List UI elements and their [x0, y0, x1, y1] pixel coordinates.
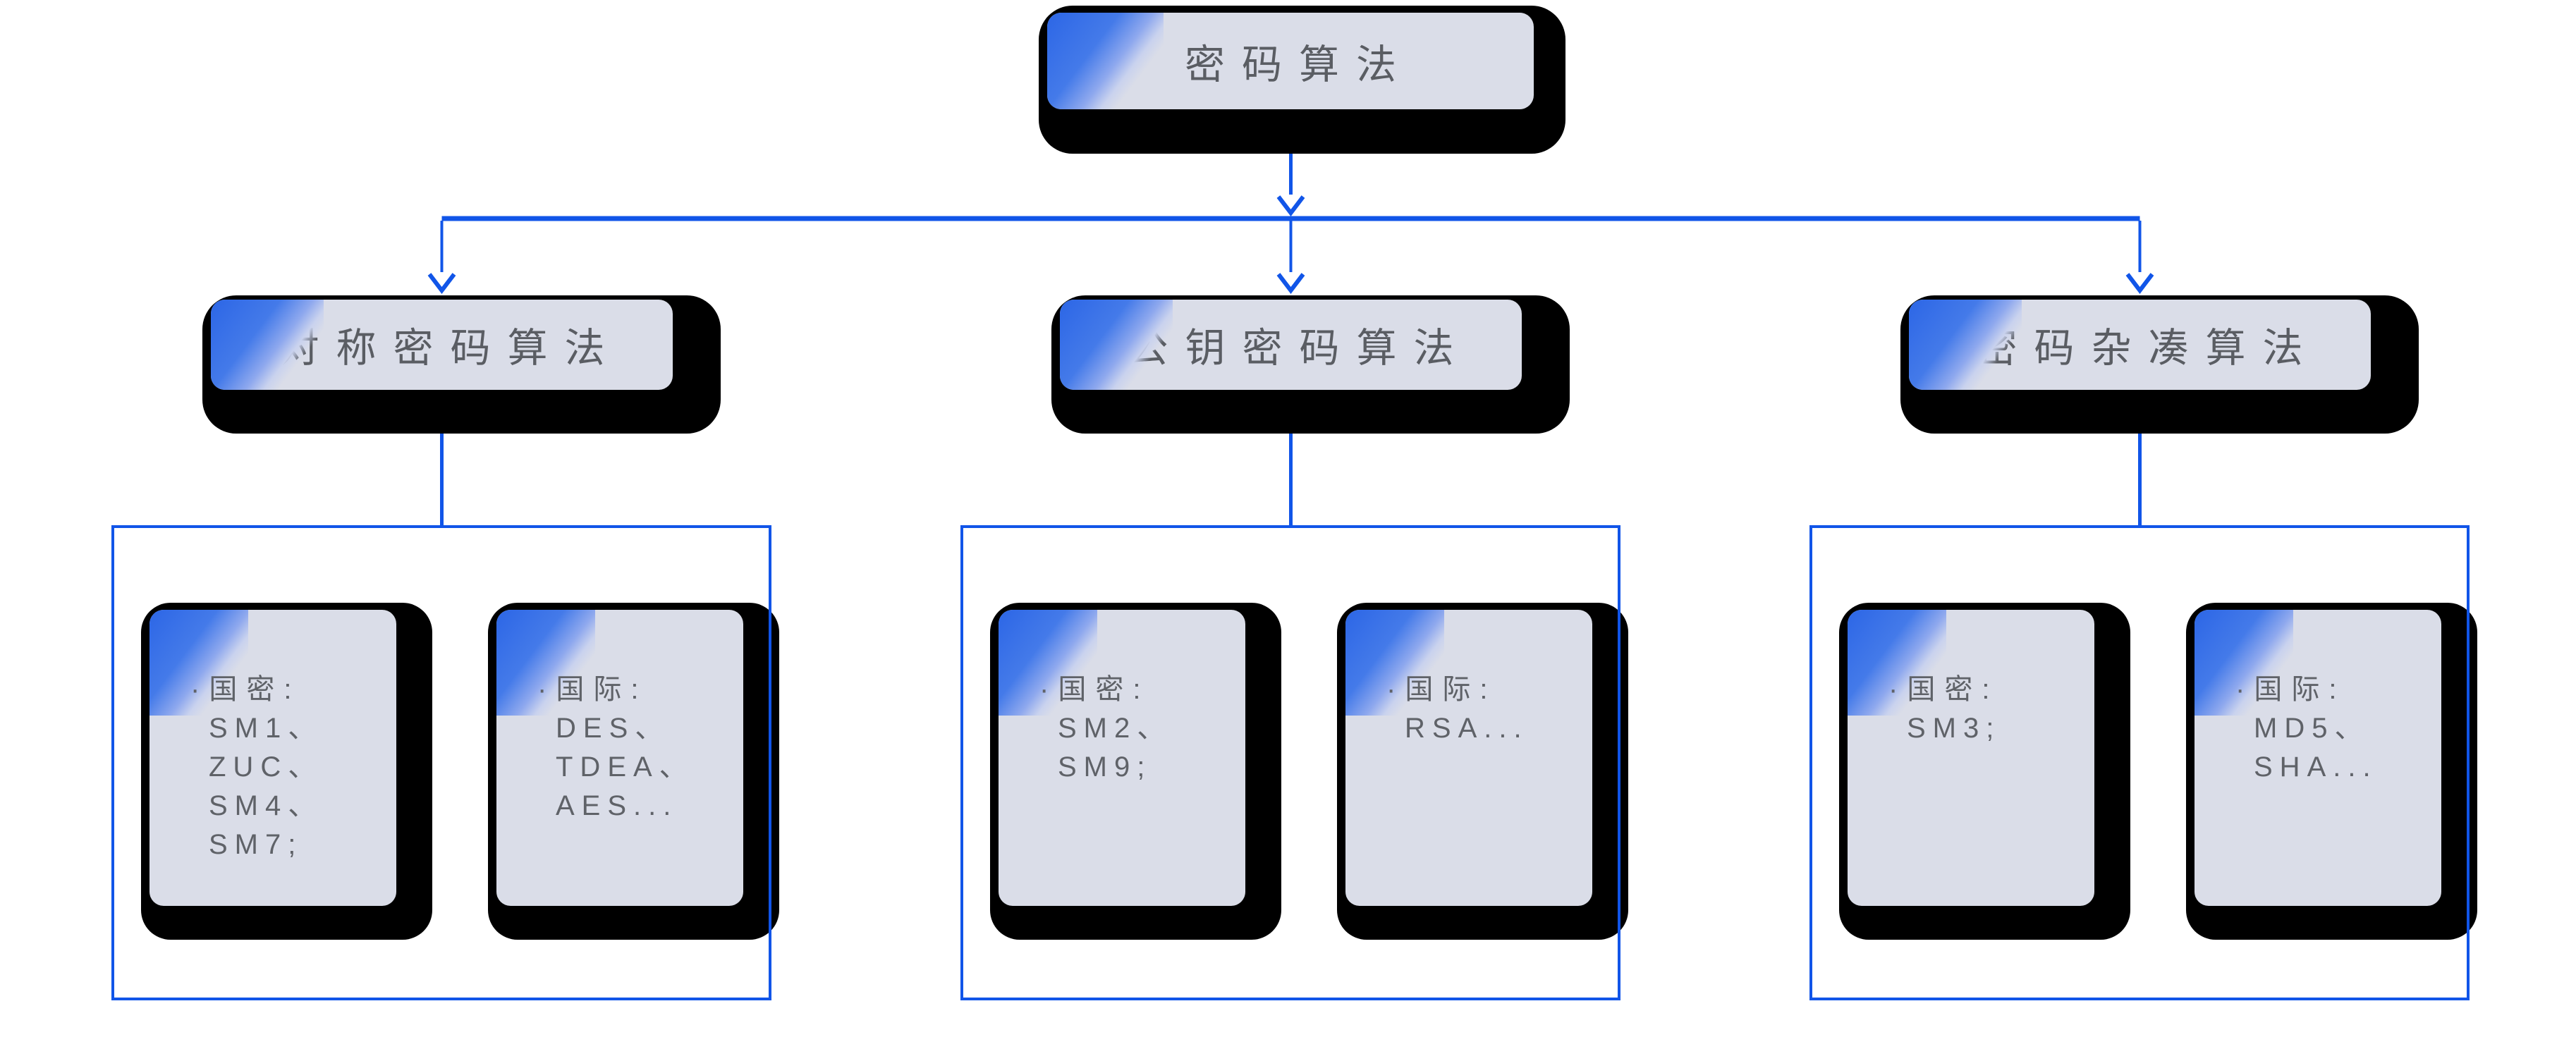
group-container-hash: ·国密: SM3; ·国际: MD5、 SHA... [1809, 525, 2477, 1000]
leaf-card-heading: ·国密: [190, 674, 301, 705]
group-container-public-key: ·国密: SM2、 SM9; ·国际: RSA... [960, 525, 1628, 1000]
leaf-card-heading: ·国际: [2235, 674, 2346, 705]
leaf-card-heading: ·国密: [1039, 674, 1150, 705]
leaf-card-item: SM9; [1058, 752, 1152, 783]
arrow-down-icon [1276, 273, 1305, 294]
leaf-card-text: ·国密: SM2、 SM9; [999, 610, 1245, 787]
leaf-card-body: ·国密: SM2、 SM9; [999, 610, 1245, 906]
leaf-card-text: ·国际: MD5、 SHA... [2195, 610, 2441, 787]
leaf-card-item: MD5、 [2254, 713, 2370, 744]
leaf-card-domestic: ·国密: SM1、 ZUC、 SM4、 SM7; [141, 603, 432, 940]
arrow-down-icon [2125, 273, 2154, 294]
leaf-card-text: ·国密: SM3; [1848, 610, 2094, 748]
leaf-card-body: ·国密: SM1、 ZUC、 SM4、 SM7; [149, 610, 396, 906]
leaf-card-body: ·国密: SM3; [1848, 610, 2094, 906]
branch-node-body: 公钥密码算法 [1060, 300, 1522, 390]
leaf-card-body: ·国际: MD5、 SHA... [2195, 610, 2441, 906]
corner-wedge-icon [1047, 13, 1164, 109]
leaf-card-item: AES... [556, 790, 678, 821]
leaf-card-item: ZUC、 [209, 752, 324, 783]
leaf-card-item: SM3; [1907, 713, 2001, 744]
leaf-card-body: ·国际: RSA... [1345, 610, 1592, 906]
leaf-card-text: ·国密: SM1、 ZUC、 SM4、 SM7; [149, 610, 396, 864]
leaf-card-international: ·国际: DES、 TDEA、 AES... [488, 603, 779, 940]
branch-node-body: 密码杂凑算法 [1909, 300, 2371, 390]
leaf-card-text: ·国际: RSA... [1345, 610, 1592, 748]
leaf-card-heading: ·国际: [537, 674, 648, 705]
leaf-card-text: ·国际: DES、 TDEA、 AES... [496, 610, 743, 826]
leaf-card-body: ·国际: DES、 TDEA、 AES... [496, 610, 743, 906]
leaf-card-item: SM1、 [209, 713, 324, 744]
group-container-symmetric: ·国密: SM1、 ZUC、 SM4、 SM7; ·国际: DES、 TDEA、 AES... [111, 525, 779, 1000]
leaf-card-international: ·国际: MD5、 SHA... [2186, 603, 2477, 940]
leaf-card-item: SM7; [209, 829, 303, 860]
arrow-down-icon [1276, 195, 1305, 216]
leaf-card-heading: ·国密: [1888, 674, 1999, 705]
branch-node-body: 对称密码算法 [211, 300, 673, 390]
root-node-label: 密码算法 [1185, 42, 1413, 87]
leaf-card-item: DES、 [556, 713, 671, 744]
arrow-down-icon [427, 273, 456, 294]
leaf-card-item: TDEA、 [556, 752, 695, 783]
root-node-body: 密码算法 [1047, 13, 1534, 109]
leaf-card-international: ·国际: RSA... [1337, 603, 1628, 940]
leaf-card-item: SHA... [2254, 752, 2378, 783]
leaf-card-domestic: ·国密: SM3; [1839, 603, 2130, 940]
branch-node-label: 公钥密码算法 [1128, 326, 1471, 371]
branch-node-label: 对称密码算法 [279, 326, 622, 371]
branch-node-label: 密码杂凑算法 [1977, 326, 2320, 371]
leaf-card-item: RSA... [1405, 713, 1529, 744]
leaf-card-domestic: ·国密: SM2、 SM9; [990, 603, 1281, 940]
leaf-card-heading: ·国际: [1386, 674, 1497, 705]
leaf-card-item: SM2、 [1058, 713, 1173, 744]
leaf-card-item: SM4、 [209, 790, 324, 821]
